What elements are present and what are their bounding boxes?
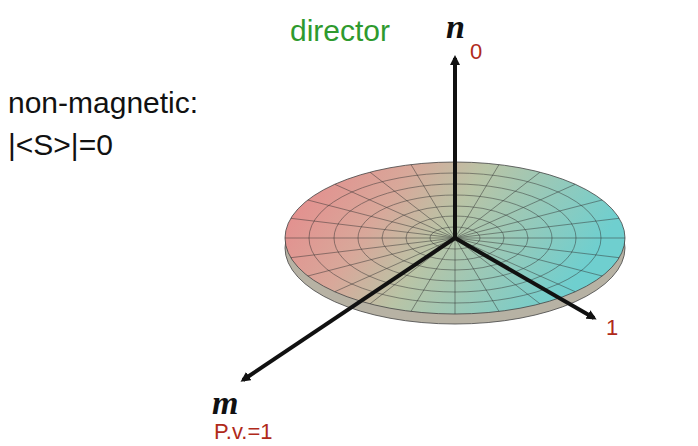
vector-symbol: m — [212, 384, 238, 421]
mesh-line — [455, 238, 575, 292]
mesh-line — [455, 184, 575, 238]
mesh-line — [285, 238, 455, 239]
moment-label: |<S>|=0 — [8, 128, 113, 161]
mesh-line — [455, 238, 619, 258]
axis-arrow — [455, 238, 594, 318]
mesh-line — [455, 165, 499, 238]
mesh-line — [455, 238, 456, 314]
eigenvalue-label: P.v.=1 — [214, 420, 273, 444]
mesh-line — [335, 184, 455, 238]
mesh-line — [455, 238, 625, 239]
mesh-line — [411, 165, 455, 238]
mesh-line — [308, 200, 455, 238]
mesh-line — [455, 238, 540, 304]
m-arrow — [243, 238, 455, 380]
eigenvalue-label: 1 — [606, 316, 618, 340]
eigenvalue-label: 0 — [470, 40, 482, 64]
mesh-line — [291, 218, 455, 238]
mesh-line — [455, 172, 540, 238]
mesh-line — [308, 238, 455, 276]
mesh-line — [455, 200, 602, 238]
mesh-line — [370, 172, 455, 238]
mesh-line — [411, 238, 455, 311]
state-label: non-magnetic: — [8, 86, 198, 119]
director-label: director — [290, 14, 390, 47]
mesh-line — [455, 218, 619, 238]
mesh-line — [455, 238, 602, 276]
vector-symbol: n — [446, 8, 465, 45]
director-arrow — [453, 58, 457, 238]
mesh-line — [335, 238, 455, 292]
